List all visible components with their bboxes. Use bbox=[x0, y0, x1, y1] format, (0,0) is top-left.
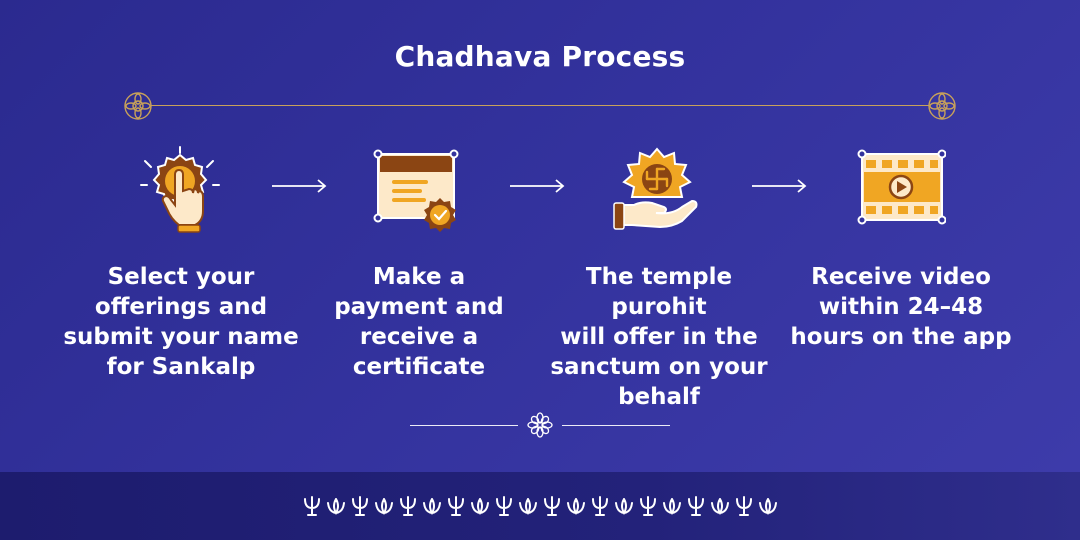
arrow-right-icon bbox=[510, 179, 565, 193]
trishul-icon bbox=[640, 496, 656, 516]
step-text-line: behalf bbox=[618, 384, 700, 410]
lotus-icon bbox=[519, 498, 537, 516]
lotus-icon bbox=[471, 498, 489, 516]
lotus-icon bbox=[615, 498, 633, 516]
step-text-line: will offer in the bbox=[560, 324, 758, 350]
step-text-line: Make a bbox=[372, 264, 466, 290]
bottom-divider-right bbox=[562, 425, 670, 426]
step-text-line: offerings and bbox=[94, 294, 268, 320]
trishul-border-pattern bbox=[304, 496, 777, 516]
step-2-text: Make a payment and receive a certificate bbox=[299, 262, 539, 382]
lotus-icon bbox=[711, 498, 729, 516]
top-divider bbox=[150, 105, 930, 106]
flower-icon bbox=[527, 412, 553, 438]
step-text-line: submit your name bbox=[63, 324, 299, 350]
certificate-icon bbox=[373, 149, 459, 232]
arrow-right-icon bbox=[752, 179, 807, 193]
lotus-icon bbox=[423, 498, 441, 516]
mandala-icon bbox=[928, 92, 956, 120]
trishul-icon bbox=[496, 496, 512, 516]
lotus-icon bbox=[567, 498, 585, 516]
trishul-icon bbox=[736, 496, 752, 516]
step-text-line: hours on the app bbox=[790, 324, 1012, 350]
trishul-icon bbox=[688, 496, 704, 516]
lotus-icon bbox=[327, 498, 345, 516]
step-4-text: Receive video within 24–48 hours on the … bbox=[781, 262, 1021, 352]
arrow-right-icon bbox=[272, 179, 327, 193]
step-text-line: within 24–48 bbox=[818, 294, 984, 320]
trishul-icon bbox=[544, 496, 560, 516]
lotus-icon bbox=[663, 498, 681, 516]
step-text-line: sanctum on your bbox=[550, 354, 768, 380]
step-1-text: Select your offerings and submit your na… bbox=[61, 262, 301, 382]
step-text-line: Receive video bbox=[811, 264, 991, 290]
step-3-text: The temple purohit will offer in the san… bbox=[539, 262, 779, 412]
step-text-line: certificate bbox=[352, 354, 486, 380]
page-title: Chadhava Process bbox=[394, 40, 686, 73]
trishul-icon bbox=[352, 496, 368, 516]
footer-band bbox=[0, 472, 1080, 540]
video-icon bbox=[857, 149, 946, 225]
step-text-line: The temple purohit bbox=[585, 264, 733, 320]
trishul-icon bbox=[400, 496, 416, 516]
bottom-divider-left bbox=[410, 425, 518, 426]
step-text-line: payment and bbox=[334, 294, 504, 320]
trishul-icon bbox=[304, 496, 320, 516]
trishul-icon bbox=[592, 496, 608, 516]
trishul-icon bbox=[448, 496, 464, 516]
step-text-line: Select your bbox=[107, 264, 255, 290]
offering-hand-icon bbox=[613, 147, 698, 230]
lotus-icon bbox=[759, 498, 777, 516]
tap-hand-icon bbox=[140, 146, 220, 233]
step-text-line: for Sankalp bbox=[106, 354, 256, 380]
mandala-icon bbox=[124, 92, 152, 120]
lotus-icon bbox=[375, 498, 393, 516]
step-text-line: receive a bbox=[359, 324, 479, 350]
